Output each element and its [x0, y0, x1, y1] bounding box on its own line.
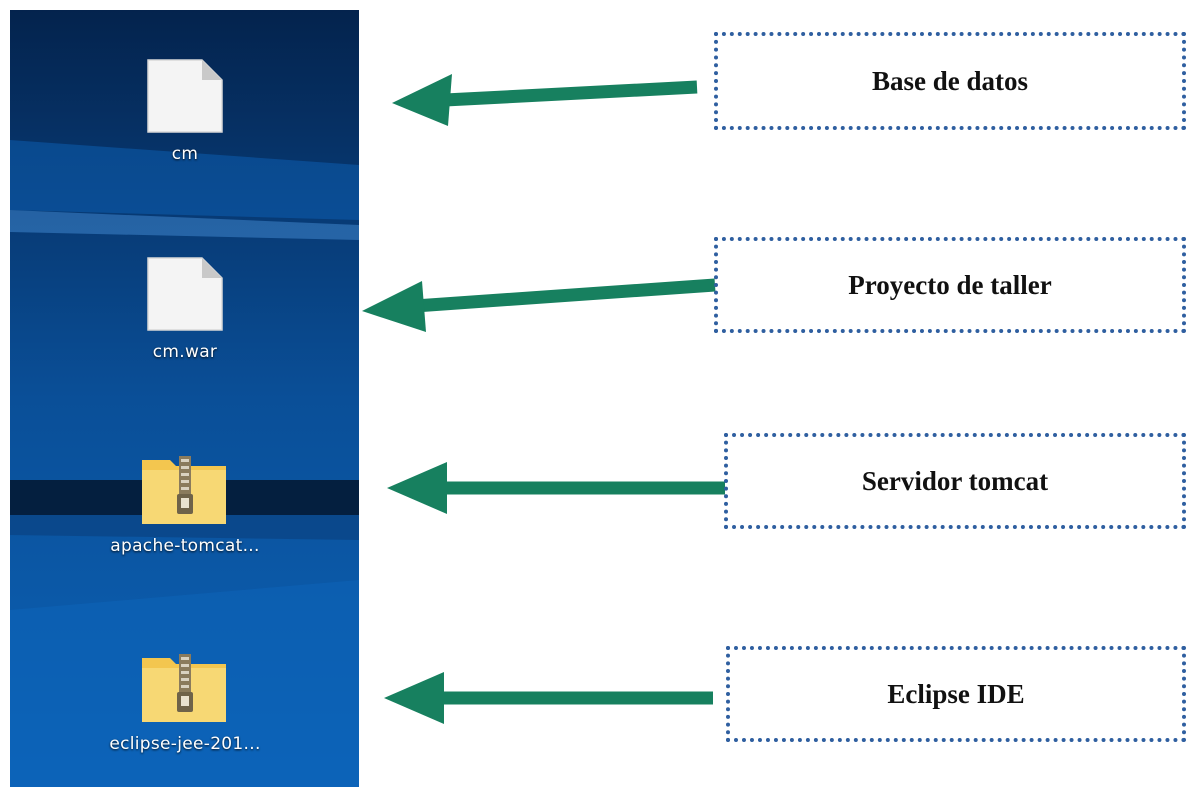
blank-file-icon: [147, 59, 223, 133]
desktop-icon-label: cm.war: [152, 342, 218, 362]
callout-box: Proyecto de taller: [714, 237, 1186, 333]
callout-text: Eclipse IDE: [887, 678, 1025, 709]
desktop-icon-eclipse-jee[interactable]: eclipse-jee-201...: [55, 650, 315, 754]
callout-box: Servidor tomcat: [724, 433, 1186, 529]
windows-desktop: cm cm.war: [10, 10, 359, 787]
blank-file-icon: [147, 257, 223, 331]
desktop-icon-label: eclipse-jee-201...: [109, 734, 261, 754]
arrow-eclipse-ide: [384, 672, 713, 724]
arrow-servidor-tomcat: [387, 462, 725, 514]
desktop-icon-cm-war[interactable]: cm.war: [55, 256, 315, 362]
desktop-icon-label: cm: [171, 144, 199, 164]
desktop-icon-cm[interactable]: cm: [55, 58, 315, 164]
callout-text: Servidor tomcat: [861, 465, 1049, 496]
desktop-icon-label: apache-tomcat...: [110, 536, 260, 556]
callout-text: Proyecto de taller: [848, 269, 1052, 300]
zip-folder-icon: [142, 654, 226, 722]
arrow-proyecto-de-taller: [362, 278, 716, 332]
arrow-base-de-datos: [392, 74, 698, 126]
desktop-icon-apache-tomcat[interactable]: apache-tomcat...: [55, 452, 315, 556]
zip-folder-icon: [142, 456, 226, 524]
callout-text: Base de datos: [871, 65, 1028, 96]
callout-box: Base de datos: [714, 32, 1186, 130]
callout-box: Eclipse IDE: [726, 646, 1186, 742]
